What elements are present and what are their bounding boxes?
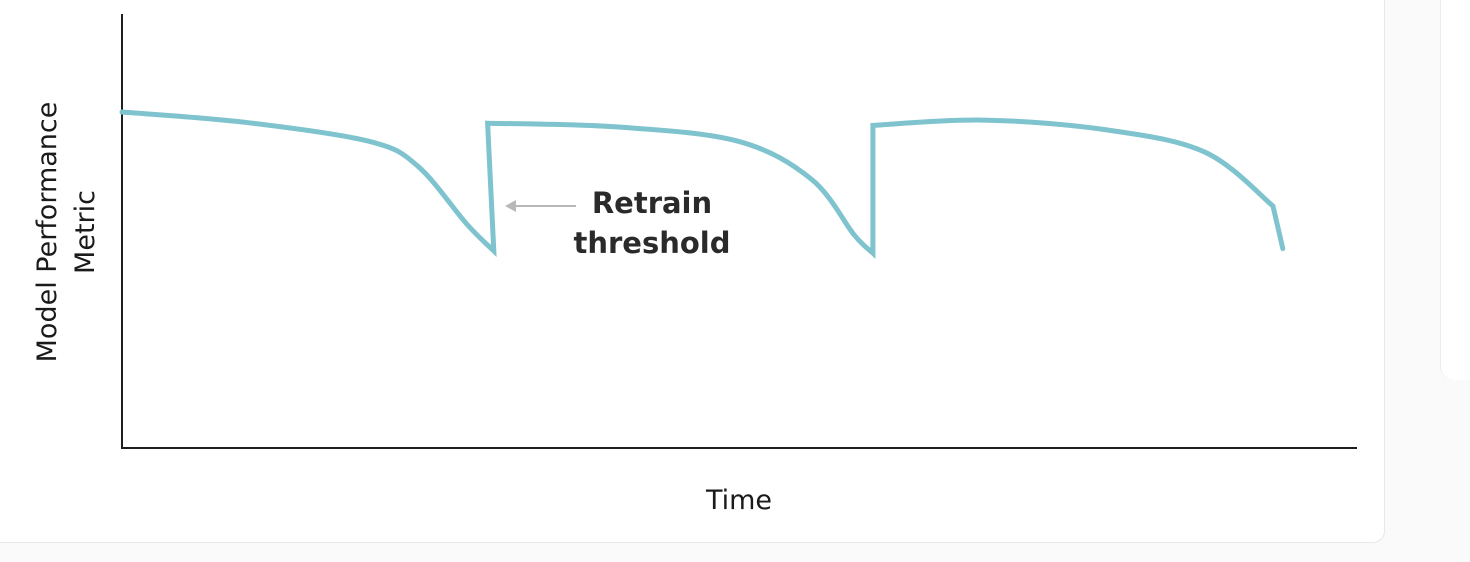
annotation-text-line-2: threshold	[573, 226, 730, 260]
annotation-text-line-1: Retrain	[592, 186, 712, 220]
y-axis-label-line-1: Model Performance	[32, 102, 63, 363]
y-axis-label: Model Performance Metric	[32, 102, 101, 363]
chart-card	[0, 0, 1385, 543]
annotation-arrow-head	[505, 200, 516, 212]
y-axis-label-line-2: Metric	[70, 190, 101, 274]
side-panel	[1440, 0, 1470, 380]
performance-series-line	[119, 109, 1286, 259]
x-axis-label: Time	[705, 485, 772, 516]
retrain-annotation: Retrain threshold	[505, 186, 731, 260]
